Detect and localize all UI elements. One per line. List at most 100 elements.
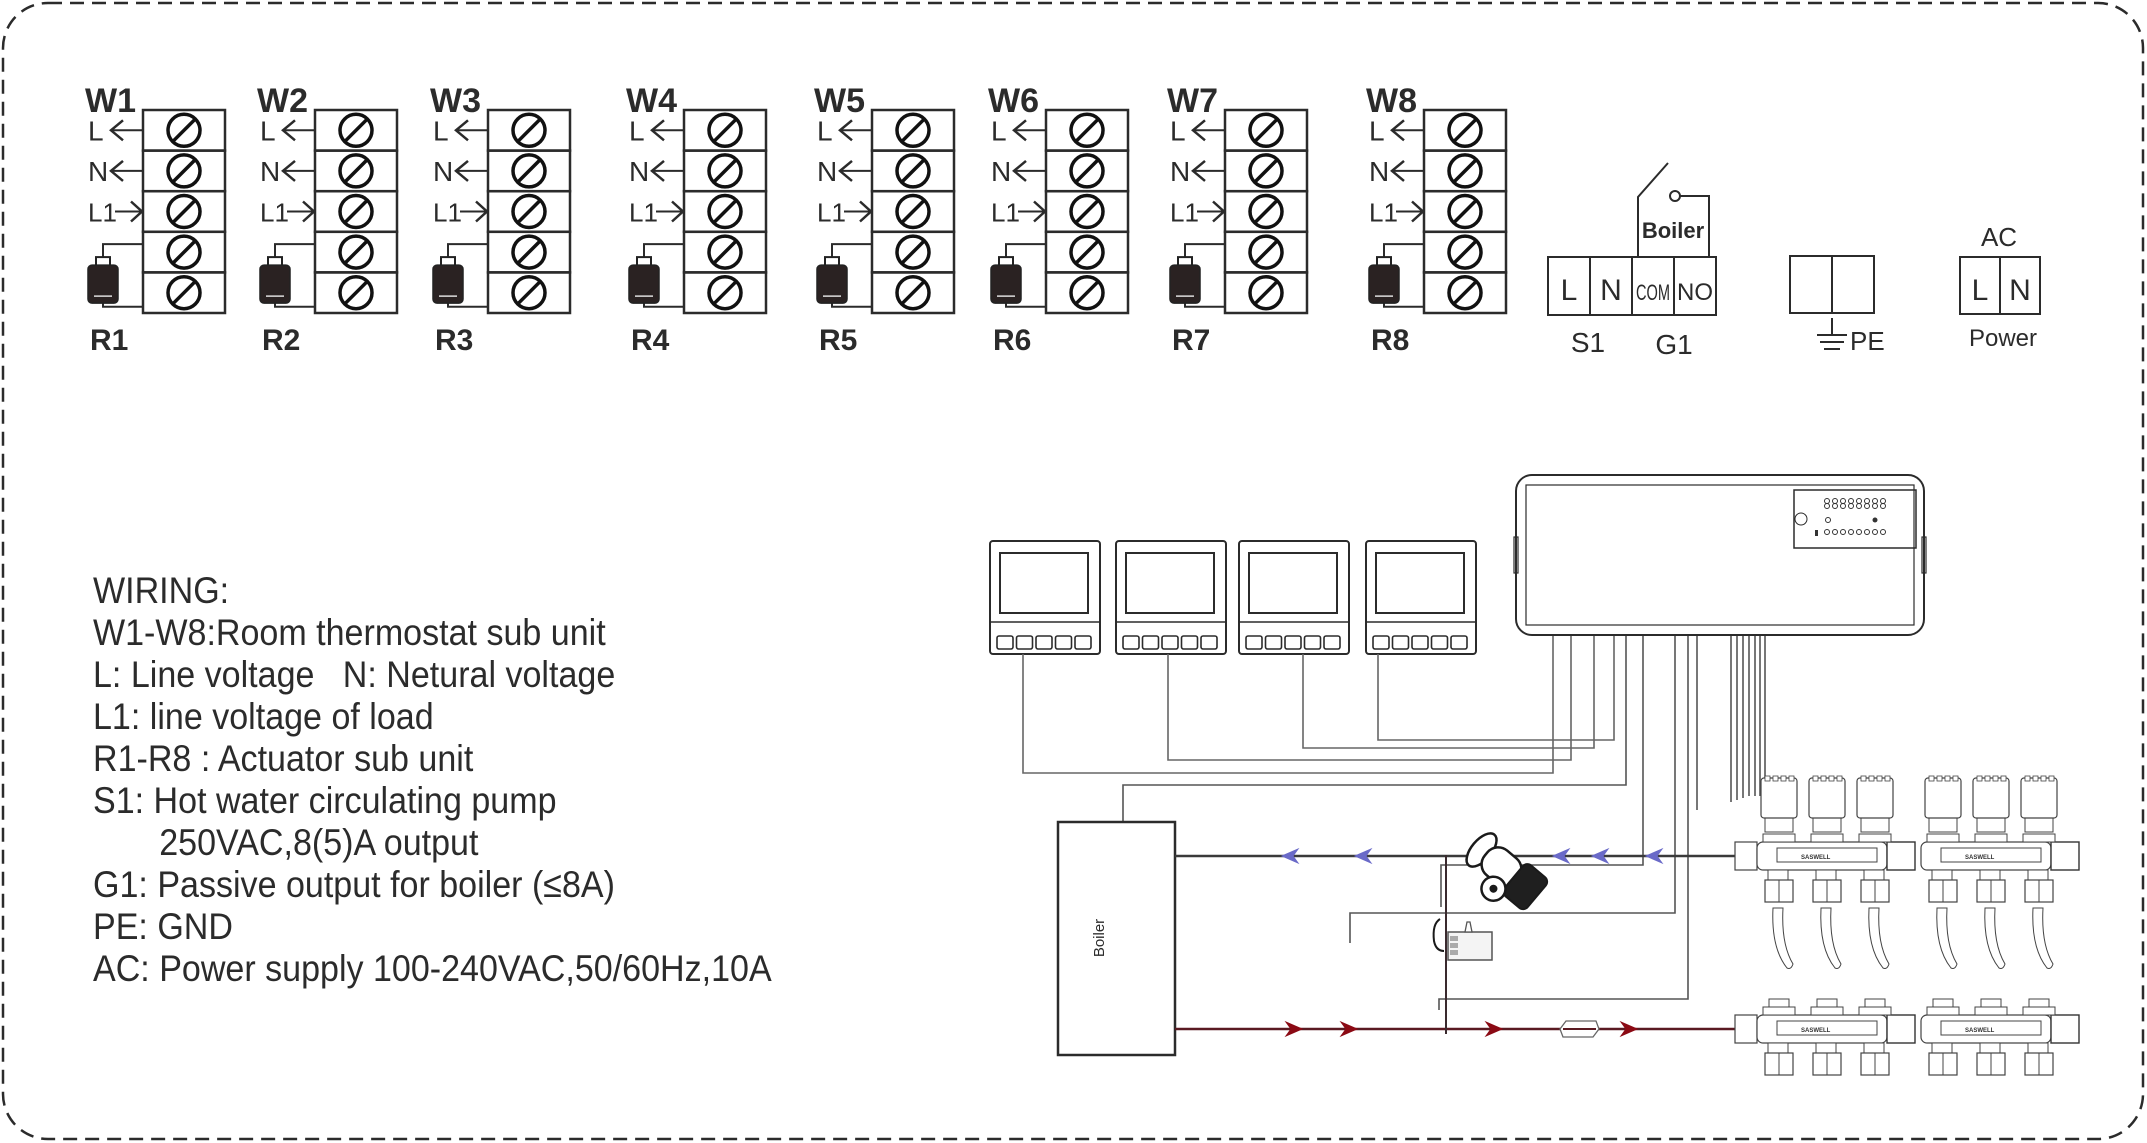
pin-label-l: L	[260, 115, 276, 146]
thermostat-button	[1245, 635, 1263, 650]
screw-icon	[511, 153, 547, 189]
screw-icon	[1447, 193, 1483, 230]
arrow-left-icon	[281, 119, 296, 142]
arrow-left-icon	[838, 159, 853, 182]
manifold-section: SASWELL	[1920, 775, 2080, 969]
thermostat-button	[1035, 635, 1053, 650]
zone-led	[1864, 498, 1870, 504]
rf-led	[1824, 529, 1830, 535]
screw-icon	[338, 153, 374, 189]
screw-icon	[707, 193, 743, 230]
pin-label-n: N	[88, 156, 108, 187]
screw-icon	[166, 234, 202, 270]
rf-led-row	[1815, 529, 1886, 536]
arrow-left-icon	[454, 119, 469, 142]
pin-label-l: L	[88, 115, 104, 146]
pin-label-l1: L1	[88, 198, 117, 228]
arrow-left-icon	[1012, 159, 1027, 182]
mixing-valve-icon	[1432, 918, 1493, 961]
pin-label-l1: L1	[991, 198, 1020, 228]
manifold-inlet	[1734, 841, 1758, 871]
floor-pipe	[1868, 907, 1890, 969]
manifold-section: SASWELL	[1756, 998, 1916, 1076]
boiler-relay-label: Boiler	[1642, 218, 1705, 243]
screw-icon	[1447, 234, 1483, 270]
screw-icon	[1248, 193, 1284, 230]
arrow-right-icon	[859, 200, 873, 223]
actuator-label: R1	[90, 324, 128, 357]
pe-label: PE	[1850, 326, 1885, 356]
terminal-cell	[682, 271, 768, 315]
thermostat-button	[1054, 635, 1073, 650]
legend-line: W1-W8:Room thermostat sub unit	[93, 612, 606, 653]
legend-line: L: Line voltage N: Netural voltage	[93, 654, 616, 695]
thermostat-button	[1323, 635, 1341, 650]
terminal-cell	[141, 271, 227, 315]
screw-icon	[707, 112, 743, 149]
zone-led	[1880, 498, 1886, 504]
arrow-left-icon	[1390, 119, 1405, 142]
screw-icon	[1069, 234, 1105, 270]
manifold-brand-label: SASWELL	[1965, 855, 1995, 861]
thermostat-label: W5	[814, 82, 865, 120]
thermostat-button	[1161, 635, 1179, 650]
pin-label-n: N	[1170, 156, 1190, 187]
arrow-left-icon	[650, 159, 665, 182]
thermostat-button	[1430, 635, 1449, 650]
screw-icon	[166, 193, 202, 230]
screw-icon	[1248, 112, 1284, 149]
actuator-label: R5	[819, 324, 857, 357]
thermostat-button	[1264, 635, 1283, 650]
antenna-icon	[1815, 530, 1818, 536]
rf-led	[1856, 529, 1862, 535]
power-led	[1872, 517, 1878, 523]
pin-label-l: L	[817, 115, 833, 146]
pin-label-l1: L1	[629, 198, 658, 228]
floor-pipe	[1984, 907, 2006, 969]
rf-led	[1872, 529, 1878, 535]
terminal-cell	[1044, 271, 1130, 315]
relay-switch-icon	[1637, 162, 1710, 257]
arrow-left-icon	[1590, 847, 1610, 865]
manifold-coupling	[2050, 841, 2080, 871]
arrow-right-icon	[1411, 200, 1425, 223]
screw-icon	[511, 234, 547, 270]
s1-g1-terminal-block: L N COM NO Boiler S1 G1	[1547, 162, 1717, 360]
screw-icon	[338, 274, 374, 311]
screw-icon	[166, 153, 202, 189]
thermostat-button	[1141, 635, 1160, 650]
boiler: Boiler	[1056, 820, 1177, 1057]
screw-icon	[338, 193, 374, 230]
thermostat-button	[1200, 635, 1218, 650]
wiring-center-controller	[1513, 474, 1927, 636]
screw-icon	[707, 274, 743, 311]
screw-icon	[1447, 153, 1483, 189]
arrow-left-icon	[1280, 847, 1300, 865]
legend-line: S1: Hot water circulating pump	[93, 780, 557, 821]
thermostat-button	[996, 635, 1014, 650]
room-thermostat	[1238, 540, 1350, 655]
controller-output-wires	[1122, 636, 1766, 1010]
actuator-head-icon	[1808, 777, 1846, 819]
actuator-label: R4	[631, 324, 670, 357]
legend-line: AC: Power supply 100-240VAC,50/60Hz,10A	[93, 948, 772, 989]
pin-label-n: N	[991, 156, 1011, 187]
arrow-left-icon	[109, 119, 124, 142]
manifold-brand-label: SASWELL	[1801, 1028, 1831, 1034]
thermostat-button	[1122, 635, 1140, 650]
thermostat-button	[1015, 635, 1034, 650]
s1-label: S1	[1571, 327, 1605, 358]
rf-led	[1848, 529, 1854, 535]
arrow-left-icon	[1191, 119, 1206, 142]
zone-led	[1856, 498, 1862, 504]
arrow-right-icon	[1339, 1020, 1359, 1038]
terminal-cell	[313, 271, 399, 315]
pin-label-n: N	[433, 156, 453, 187]
rf-led	[1840, 529, 1846, 535]
screw-icon	[511, 193, 547, 230]
